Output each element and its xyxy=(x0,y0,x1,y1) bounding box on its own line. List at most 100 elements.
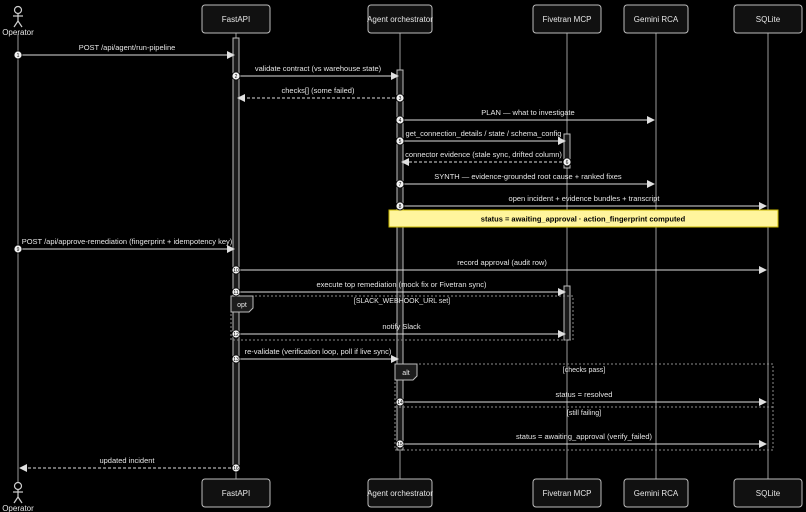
participant-box xyxy=(532,478,602,508)
participant-label: SQLite xyxy=(756,15,781,24)
person-icon xyxy=(13,481,23,504)
note-text: status = awaiting_approval · action_fing… xyxy=(481,215,686,224)
svg-text:10: 10 xyxy=(233,268,239,274)
participant-box xyxy=(623,478,689,508)
participant-fa-bottom: FastAPI xyxy=(201,478,271,508)
fragment-condition: [checks pass] xyxy=(563,367,605,374)
participant-ag-top: Agent orchestrator xyxy=(367,4,433,34)
participant-label: Operator xyxy=(2,504,34,512)
message-11: execute top remediation (mock fix or Fiv… xyxy=(231,280,566,297)
message-13: re-validate (verification loop, poll if … xyxy=(231,347,399,364)
fragment-label: alt xyxy=(402,370,409,377)
svg-text:5: 5 xyxy=(399,139,402,145)
messages: POST /api/agent/run-pipeline 1 validate co… xyxy=(13,43,767,473)
message-label: record approval (audit row) xyxy=(457,258,547,267)
message-12: notify Slack 12 xyxy=(231,322,566,339)
message-label: open incident + evidence bundles + trans… xyxy=(509,194,661,203)
activation-bar xyxy=(396,69,404,451)
fragment-label: opt xyxy=(237,302,247,309)
participant-box xyxy=(733,478,803,508)
participant-label: Fivetran MCP xyxy=(543,489,592,498)
participant-box xyxy=(532,4,602,34)
message-15: status = awaiting_approval (verify_faile… xyxy=(395,432,767,449)
message-label: notify Slack xyxy=(382,322,421,331)
participant-sq-top: SQLite xyxy=(733,4,803,34)
participant-box xyxy=(733,4,803,34)
sequence-number: 15 xyxy=(395,439,405,449)
fragments: opt[SLACK_WEBHOOK_URL set] alt [checks pas… xyxy=(230,295,774,451)
fragment-else-condition: [still failing] xyxy=(567,410,601,417)
message-label: SYNTH — evidence-grounded root cause + r… xyxy=(434,172,622,181)
svg-text:13: 13 xyxy=(233,357,239,363)
message-label: get_connection_details / state / schema_… xyxy=(406,129,562,138)
sequence-number: 9 xyxy=(13,244,23,254)
message-8: open incident + evidence bundles + trans… xyxy=(395,194,767,211)
message-16: updated incident 16 xyxy=(19,456,241,473)
message-label: execute top remediation (mock fix or Fiv… xyxy=(316,280,487,289)
message-3: checks[] (some failed)3 xyxy=(237,86,405,103)
fragment-opt: opt[SLACK_WEBHOOK_URL set] xyxy=(230,295,574,341)
svg-text:4: 4 xyxy=(399,118,402,124)
participant-label: Gemini RCA xyxy=(634,15,679,24)
participant-box xyxy=(201,478,271,508)
sequence-number: 10 xyxy=(231,265,241,275)
svg-text:14: 14 xyxy=(397,400,403,406)
fragment-tab: opt xyxy=(230,295,254,313)
svg-text:8: 8 xyxy=(399,204,402,210)
participant-box xyxy=(367,478,433,508)
note-layer: status = awaiting_approval · action_fing… xyxy=(388,209,779,228)
message-1: POST /api/agent/run-pipeline 1 xyxy=(13,43,235,60)
participant-fa-top: FastAPI xyxy=(201,4,271,34)
sequence-number: 14 xyxy=(395,397,405,407)
participant-sq-bottom: SQLite xyxy=(733,478,803,508)
participant-ag-bottom: Agent orchestrator xyxy=(367,478,433,508)
message-6: connector evidence (stale sync, drifted … xyxy=(401,150,572,167)
message-14: status = resolved 14 xyxy=(395,390,767,407)
message-label: validate contract (vs warehouse state) xyxy=(255,64,382,73)
participant-label: Operator xyxy=(2,28,34,37)
participants-top: Operator FastAPI Agent orchestrator Fivetra… xyxy=(2,4,803,37)
participants-bottom: Operator FastAPI Agent orchestrator Fivetra… xyxy=(2,478,803,512)
participant-op-bottom: Operator xyxy=(2,481,34,512)
sequence-number: 1 xyxy=(13,50,23,60)
message-label: status = awaiting_approval (verify_faile… xyxy=(516,432,653,441)
svg-text:2: 2 xyxy=(235,74,238,80)
message-9: POST /api/approve-remediation (fingerpri… xyxy=(13,237,235,254)
participant-box xyxy=(201,4,271,34)
participant-label: FastAPI xyxy=(222,15,250,24)
sequence-number: 7 xyxy=(395,179,405,189)
svg-text:15: 15 xyxy=(397,442,403,448)
participant-fm-bottom: Fivetran MCP xyxy=(532,478,602,508)
sequence-number: 11 xyxy=(231,287,241,297)
participant-gr-top: Gemini RCA xyxy=(623,4,689,34)
participant-gr-bottom: Gemini RCA xyxy=(623,478,689,508)
note: status = awaiting_approval · action_fing… xyxy=(388,209,779,228)
svg-text:6: 6 xyxy=(566,160,569,166)
message-label: POST /api/approve-remediation (fingerpri… xyxy=(22,237,233,246)
sequence-number: 16 xyxy=(231,463,241,473)
message-2: validate contract (vs warehouse state) 2 xyxy=(231,64,399,81)
message-5: get_connection_details / state / schema_… xyxy=(395,129,566,146)
fragment-tab: alt xyxy=(394,363,418,381)
message-label: POST /api/agent/run-pipeline xyxy=(79,43,176,52)
participant-label: Agent orchestrator xyxy=(367,489,433,498)
participant-fm-top: Fivetran MCP xyxy=(532,4,602,34)
message-label: connector evidence (stale sync, drifted … xyxy=(405,150,562,159)
svg-text:12: 12 xyxy=(233,332,239,338)
svg-text:9: 9 xyxy=(17,247,20,253)
activation-bar xyxy=(563,133,571,169)
participant-label: Agent orchestrator xyxy=(367,15,433,24)
sequence-number: 13 xyxy=(231,354,241,364)
svg-text:16: 16 xyxy=(233,466,239,472)
sequence-number: 5 xyxy=(395,136,405,146)
sequence-number: 3 xyxy=(395,93,405,103)
participant-box xyxy=(623,4,689,34)
message-label: status = resolved xyxy=(556,390,613,399)
svg-text:7: 7 xyxy=(399,182,402,188)
participant-label: Gemini RCA xyxy=(634,489,679,498)
activation-bar xyxy=(232,37,240,471)
message-label: updated incident xyxy=(99,456,155,465)
svg-text:3: 3 xyxy=(399,96,402,102)
